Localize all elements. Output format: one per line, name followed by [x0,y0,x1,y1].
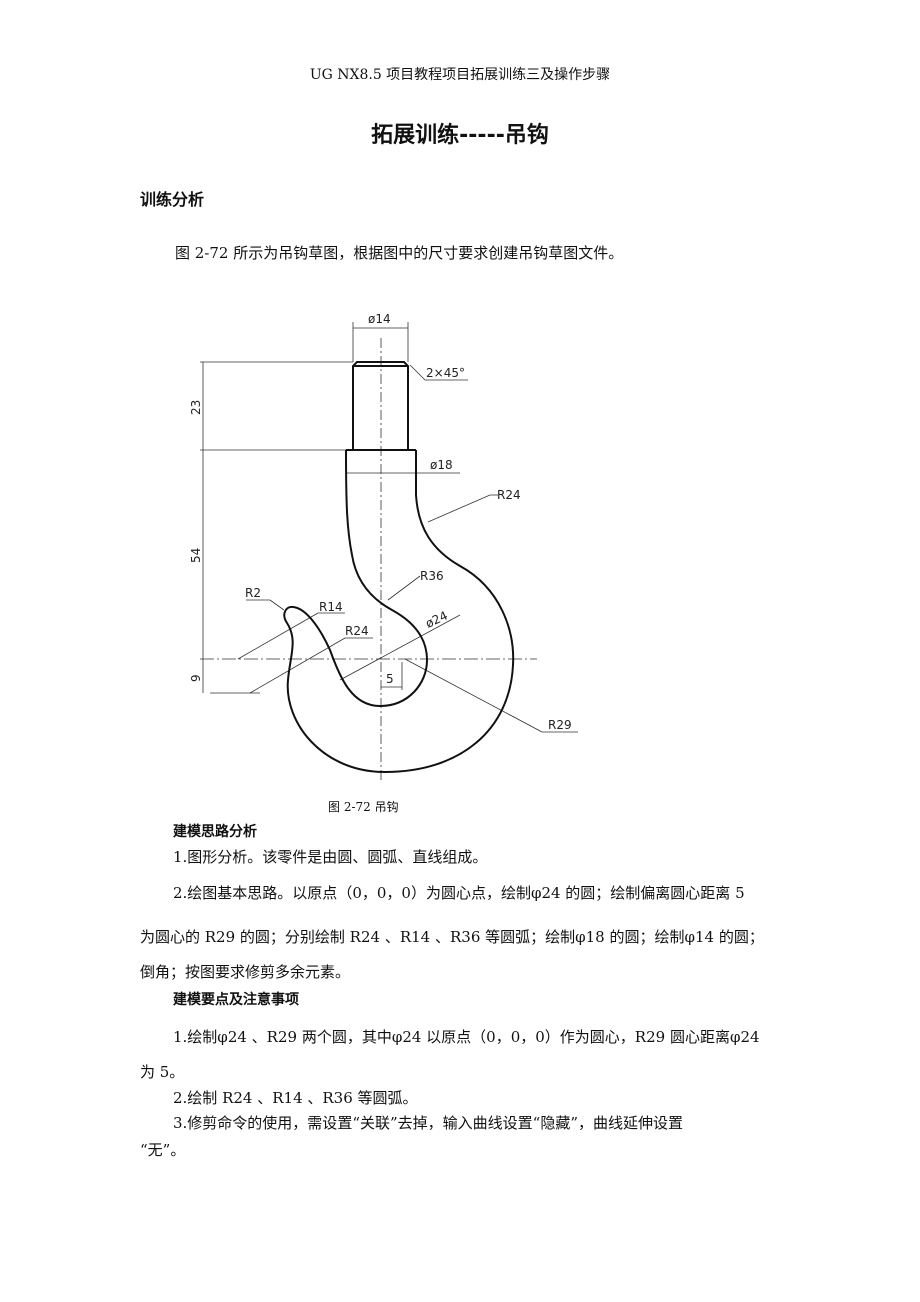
label-chamfer: 2×45° [426,366,465,380]
notes-line: 2.绘制 R24 、R14 、R36 等圆弧。 [173,1089,418,1107]
label-d18: ø18 [430,458,453,472]
notes-line: 1.绘制φ24 、R29 两个圆，其中φ24 以原点（0，0，0）作为圆心，R2… [173,1028,760,1046]
label-r14: R14 [319,600,343,614]
label-r36: R36 [420,569,444,583]
shank-outline [352,361,409,450]
page-title: 拓展训练-----吊钩 [371,123,549,148]
modeling-line: 1.图形分析。该零件是由圆、圆弧、直线组成。 [173,848,488,866]
label-9: 9 [189,674,203,682]
label-r24-lower: R24 [345,624,369,638]
modeling-line: 2.绘图基本思路。以原点（0，0，0）为圆心点，绘制φ24 的圆；绘制偏离圆心距… [173,884,745,902]
label-54: 54 [189,548,203,563]
page-header: UG NX8.5 项目教程项目拓展训练三及操作步骤 [309,67,611,83]
notes-line: “无”。 [140,1141,186,1159]
hook-outline [283,449,515,774]
intro-paragraph: 图 2-72 所示为吊钩草图，根据图中的尺寸要求创建吊钩草图文件。 [175,244,624,262]
label-5: 5 [386,672,394,686]
label-r2: R2 [245,586,261,600]
notes-heading: 建模要点及注意事项 [173,992,299,1008]
label-d14: ø14 [368,312,391,326]
notes-line: 3.修剪命令的使用，需设置“关联”去掉，输入曲线设置“隐藏”，曲线延伸设置 [173,1114,683,1132]
label-r29: R29 [548,718,572,732]
hook-drawing: ø14 2×45° ø18 R24 R36 R2 R14 R24 ø24 R29… [189,312,578,780]
modeling-line: 为圆心的 R29 的圆；分别绘制 R24 、R14 、R36 等圆弧；绘制φ18… [140,928,764,946]
section-heading: 训练分析 [140,190,205,209]
label-r24-upper: R24 [497,488,521,502]
modeling-line: 倒角；按图要求修剪多余元素。 [140,963,351,981]
modeling-heading: 建模思路分析 [173,824,257,840]
label-23: 23 [189,400,203,415]
notes-line: 为 5。 [140,1063,185,1081]
figure-caption: 图 2-72 吊钩 [328,800,399,814]
